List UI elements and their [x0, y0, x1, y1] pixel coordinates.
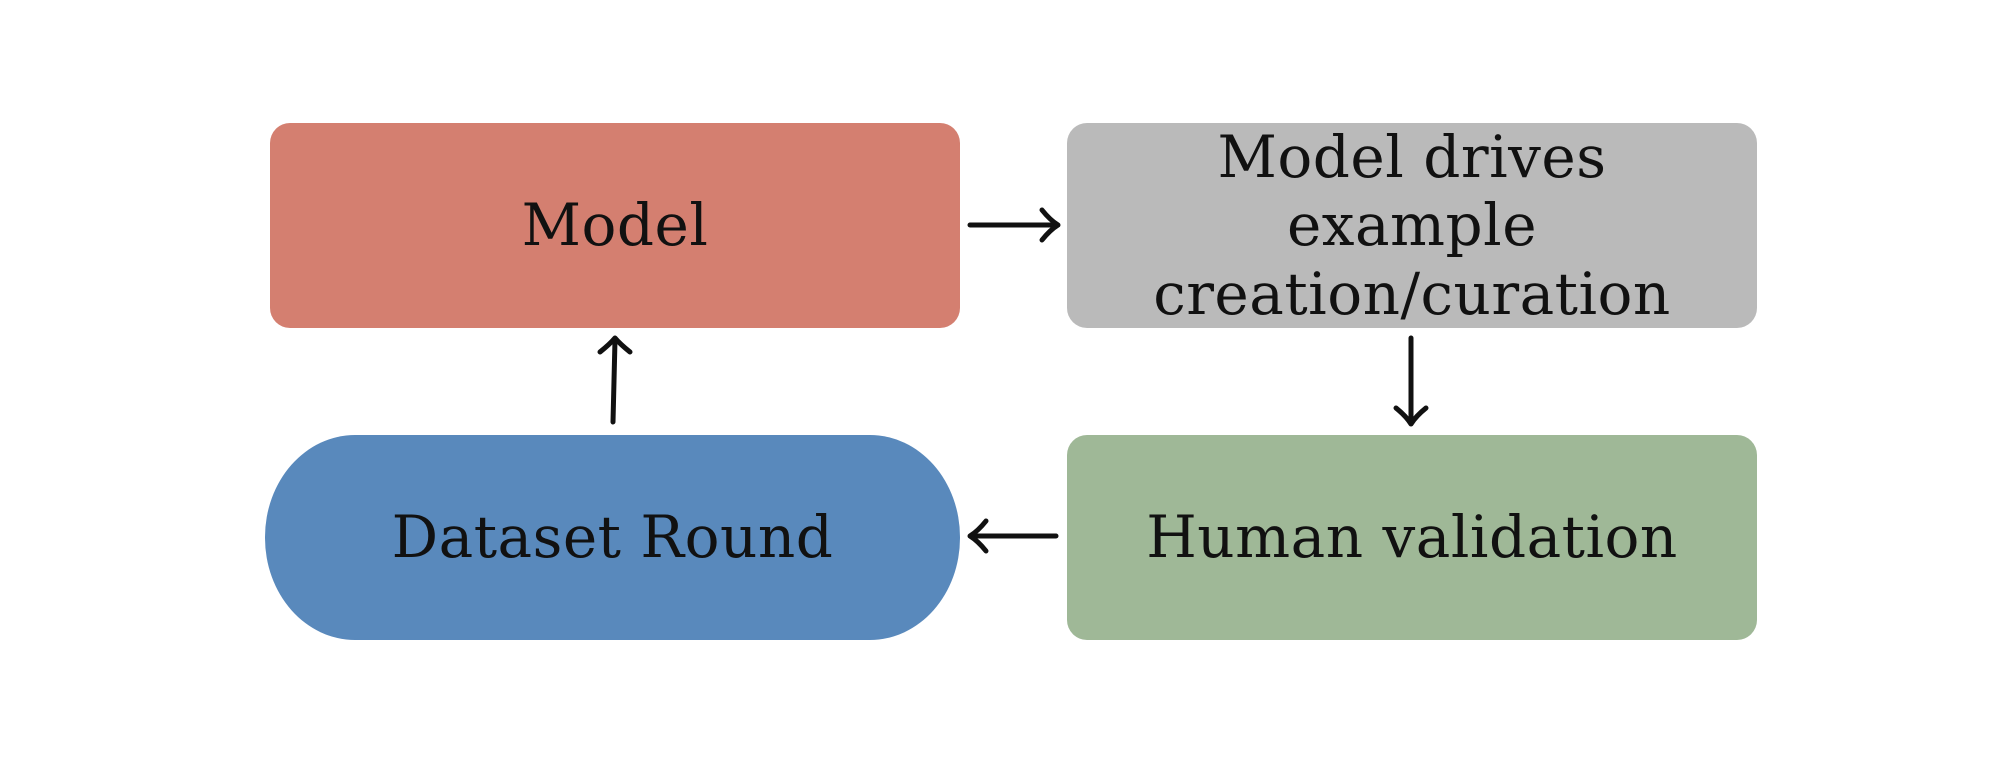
- curation-node-text: Model drives example creation/curation: [1107, 123, 1717, 328]
- model-node: Model: [270, 123, 960, 328]
- arrow-model-to-curation: [967, 207, 1061, 243]
- dataset-node-label: Dataset Round: [391, 503, 834, 572]
- validation-node-label: Human validation: [1146, 503, 1678, 572]
- model-node-label: Model: [521, 191, 709, 260]
- curation-node-line-1: Model drives example: [1217, 122, 1607, 260]
- arrow-dataset-to-model: [597, 335, 633, 425]
- curation-node: Model drives example creation/curation: [1067, 123, 1757, 328]
- curation-node-line-2: creation/curation: [1153, 259, 1671, 328]
- arrow-validation-to-dataset: [967, 518, 1059, 554]
- validation-node: Human validation: [1067, 435, 1757, 640]
- arrow-curation-to-validation: [1393, 335, 1429, 427]
- dataset-node: Dataset Round: [265, 435, 960, 640]
